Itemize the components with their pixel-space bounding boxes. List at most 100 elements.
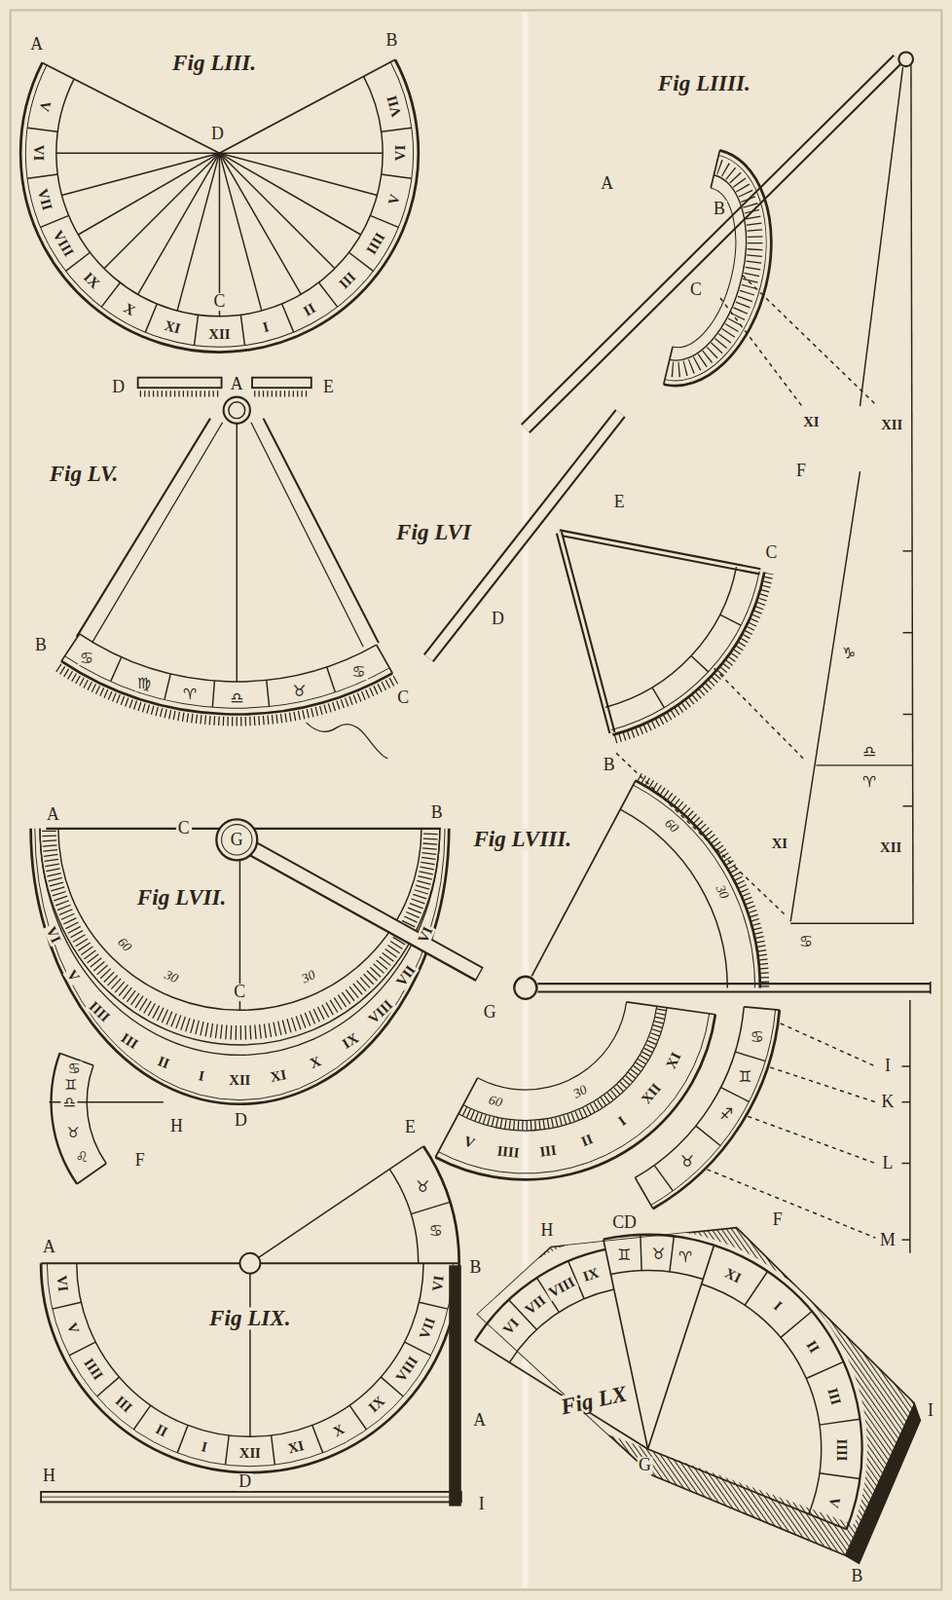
hour-numeral: III [110, 1391, 137, 1416]
hour-numeral: I [768, 1296, 786, 1314]
zodiac-sign: ♌ [73, 1149, 91, 1165]
point-letter: B [849, 1567, 866, 1585]
zodiac-sign: ♑ [840, 645, 858, 661]
point-letter: G [481, 1003, 499, 1022]
hour-numeral: III [537, 1141, 560, 1160]
hour-numeral: II [151, 1420, 173, 1440]
hour-numeral: I [197, 1438, 211, 1456]
point-letter: H [40, 1466, 58, 1485]
point-letter: B [384, 32, 401, 50]
hour-numeral: V [36, 97, 54, 115]
hour-numeral: XII [878, 840, 904, 855]
hour-numeral: V [63, 1318, 82, 1338]
point-letter: E [402, 1118, 418, 1136]
point-letter: B [711, 200, 728, 219]
degree-number: 60 [660, 814, 683, 837]
zodiac-sign: ♐ [717, 1105, 735, 1122]
zodiac-sign: ♊ [735, 1068, 754, 1085]
hour-numeral: XI [769, 835, 790, 850]
zodiac-sign: ♋ [748, 1028, 767, 1045]
hour-numeral: X [119, 299, 140, 320]
hour-numeral: IIII [834, 1435, 849, 1463]
hour-numeral: XII [637, 1078, 665, 1107]
hour-numeral: V [460, 1133, 479, 1152]
point-letter: M [878, 1231, 898, 1249]
hour-numeral: X [306, 1052, 326, 1071]
zodiac-sign: ♈ [860, 773, 879, 790]
zodiac-sign: ♋ [427, 1222, 445, 1239]
zodiac-sign: ♋ [77, 650, 96, 666]
point-letter: D [489, 610, 507, 628]
point-letter: E [321, 378, 336, 397]
hour-numeral: VI [429, 1272, 446, 1294]
zodiac-sign: ♈ [676, 1248, 695, 1265]
point-letter: B [33, 636, 49, 655]
point-letter: D [209, 125, 226, 144]
fig-59-dial [0, 972, 541, 1553]
zodiac-sign: ♋ [349, 663, 367, 680]
point-letter: C [231, 983, 248, 1001]
fig-57-dial [0, 552, 480, 1301]
fig-55-quadrant [0, 0, 668, 829]
hour-numeral: VII [520, 1290, 550, 1319]
hour-numeral: IX [79, 268, 105, 293]
zodiac-sign: ♉ [65, 1125, 82, 1140]
point-letter: G [636, 1456, 654, 1474]
fig-58-dial [208, 669, 931, 1305]
point-letter: I [476, 1495, 487, 1513]
zodiac-sign: ♎ [227, 690, 246, 706]
zodiac-sign: ♉ [290, 683, 308, 699]
point-letter: A [471, 1411, 488, 1429]
point-letter: C [176, 819, 192, 838]
hour-numeral: III [824, 1383, 844, 1407]
figure-label: Fig LV. [47, 463, 121, 486]
point-letter: CD [610, 1213, 639, 1232]
figure-label: Fig LVI [394, 521, 474, 545]
hour-numeral: VI [42, 922, 65, 948]
degree-number: 30 [160, 966, 183, 987]
hour-numeral: IIII [79, 1354, 107, 1385]
hour-numeral: VI [31, 143, 46, 163]
point-letter: C [688, 281, 704, 299]
figure-label: Fig LVIII. [471, 827, 574, 850]
degree-number: 60 [484, 1092, 506, 1110]
hour-numeral: XI [721, 1263, 746, 1285]
hour-numeral: XII [206, 326, 232, 341]
point-letter: F [794, 462, 808, 480]
zodiac-sign: ♈ [181, 686, 199, 702]
point-letter: C [211, 292, 227, 311]
point-letter: C [395, 689, 411, 707]
zodiac-sign: ♍ [135, 675, 153, 692]
point-letter: A [28, 36, 45, 54]
figure-label: Fig LIII. [170, 51, 258, 74]
fig-60-book-dial [366, 1167, 930, 1600]
hour-numeral: IX [579, 1264, 603, 1284]
hour-numeral: II [577, 1130, 597, 1149]
hour-numeral: VIII [392, 1352, 422, 1387]
hour-numeral: IIII [84, 996, 114, 1026]
point-letter: E [612, 493, 627, 512]
point-letter: A [44, 805, 62, 824]
degree-number: 30 [569, 1081, 591, 1101]
hour-numeral: XII [226, 1072, 253, 1088]
hour-numeral: I [614, 1111, 631, 1130]
fig-54-projection [525, 51, 915, 923]
point-letter: D [236, 1472, 254, 1491]
hour-numeral: VII [35, 185, 56, 215]
point-letter: D [232, 1111, 250, 1130]
hour-numeral: VIII [364, 995, 397, 1027]
hour-numeral: IIII [494, 1142, 522, 1160]
figure-label: Fig LVII. [135, 886, 229, 910]
hour-numeral: II [802, 1335, 823, 1356]
point-letter: A [40, 1238, 58, 1256]
point-letter: A [598, 175, 616, 193]
figure-label: Fig LX [556, 1381, 631, 1419]
fig-53-dial [0, 0, 489, 423]
hour-numeral: VIII [545, 1273, 580, 1301]
hour-numeral: II [154, 1052, 175, 1071]
hour-numeral: XI [161, 318, 184, 337]
degree-number: 60 [113, 933, 136, 955]
hour-numeral: IX [337, 1028, 363, 1052]
hour-numeral: VI [393, 143, 408, 163]
